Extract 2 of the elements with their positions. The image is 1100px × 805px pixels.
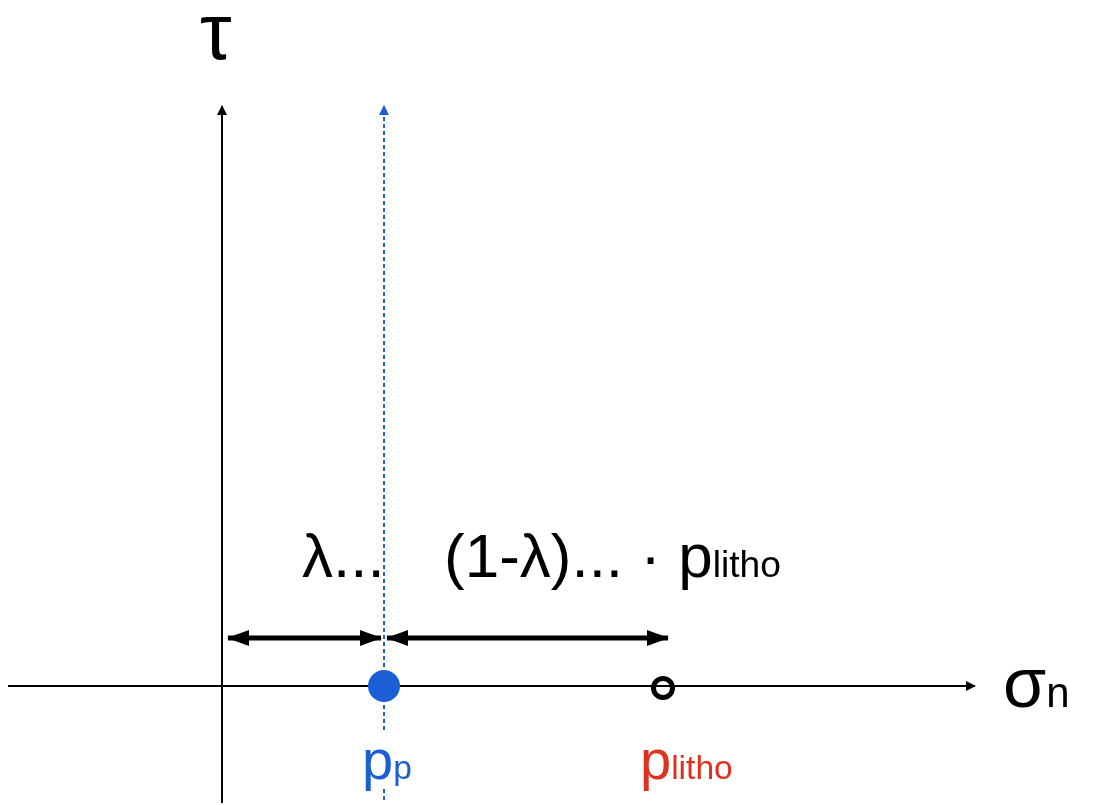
dimension-label: λ... <box>302 525 385 587</box>
axis-label: τ <box>200 0 232 72</box>
